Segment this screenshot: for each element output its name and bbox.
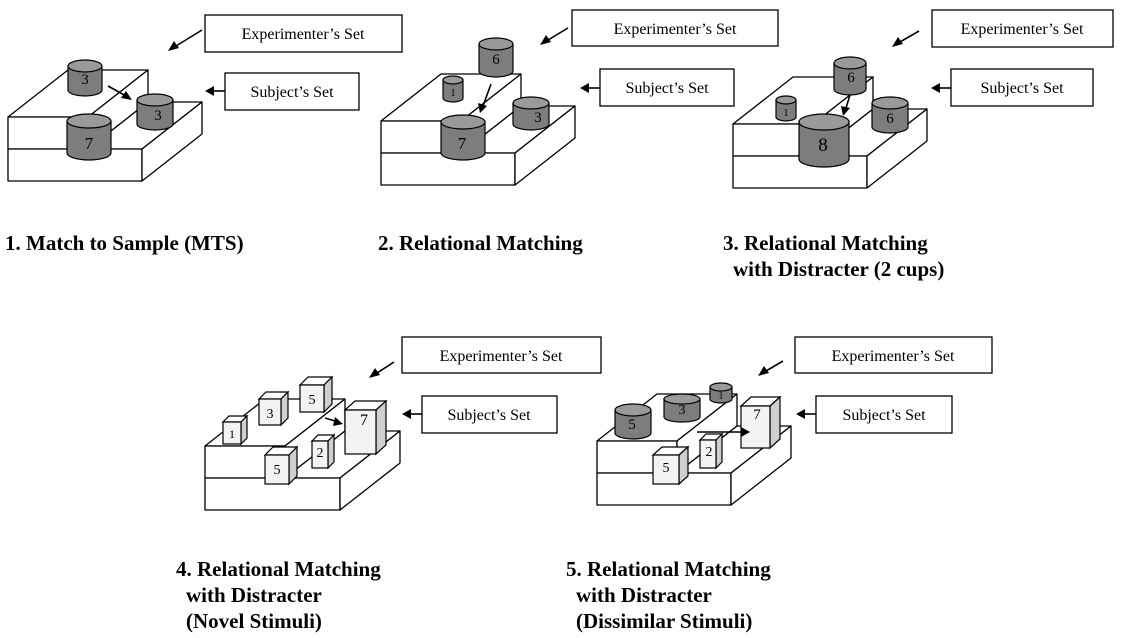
panel-2: 6 1 3 7 Experimenter’s Set [378, 9, 779, 255]
cup-2: 3 [136, 93, 174, 131]
subject-pointer-arrow [580, 83, 600, 93]
box-label: 3 [267, 407, 274, 422]
box-label: 1 [229, 427, 235, 441]
box-label: 7 [360, 412, 368, 429]
box-5-bottom: 5 [263, 445, 299, 486]
box-label: 5 [309, 393, 316, 408]
box-7: 7 [739, 395, 782, 450]
experimenter-label-box [931, 9, 1114, 48]
panel-caption: 3. Relational Matching [723, 231, 928, 255]
panel-caption-line-3: (Dissimilar Stimuli) [576, 609, 752, 633]
experimenter-pointer-arrow [758, 360, 784, 376]
cup-6: 6 [478, 37, 514, 78]
cup-3: 3 [512, 96, 550, 131]
subject-pointer-arrow [931, 83, 951, 93]
cup-label: 1 [784, 108, 789, 119]
panel-caption-line-2: with Distracter [576, 583, 712, 607]
subject-label-box [599, 68, 735, 107]
subject-pointer-arrow [205, 86, 225, 96]
subject-label: Subject’s Set [447, 407, 531, 424]
cup-label: 3 [154, 108, 162, 124]
box-2: 2 [698, 432, 724, 470]
cup-label: 6 [492, 52, 500, 68]
mapping-arrow [841, 94, 851, 116]
subject-label-box [950, 68, 1094, 107]
subject-pointer-arrow [402, 409, 422, 419]
experimenter-label: Experimenter’s Set [961, 21, 1084, 38]
panel-1: 3 3 7 Experimenter’s Set Subject’s [5, 14, 403, 255]
panel-caption: 2. Relational Matching [378, 231, 583, 255]
cup-label: 3 [81, 72, 89, 88]
box-2: 2 [310, 433, 336, 470]
cup-3: 3 [663, 393, 701, 423]
mapping-arrow [324, 417, 343, 426]
subject-pointer-arrow [796, 409, 816, 419]
cup-label: 6 [886, 111, 894, 127]
cup-label: 1 [719, 391, 724, 402]
experimenter-pointer-arrow [168, 29, 203, 51]
experimenter-pointer-arrow [892, 30, 920, 47]
subject-label: Subject’s Set [250, 84, 334, 101]
cup-label: 7 [85, 134, 94, 153]
experimenter-label: Experimenter’s Set [614, 21, 737, 38]
cup-3: 7 [66, 113, 112, 161]
box-3: 3 [257, 390, 290, 427]
cup-label: 5 [628, 417, 636, 433]
box-label: 5 [274, 463, 281, 478]
cup-7: 7 [440, 114, 486, 161]
experimenter-label-box [204, 14, 403, 53]
cup-6: 6 [833, 56, 867, 96]
cup-1-small: 1 [775, 95, 797, 122]
mapping-arrow [107, 85, 132, 100]
mapping-arrow [478, 83, 492, 113]
subject-label: Subject’s Set [625, 80, 709, 97]
experimenter-pointer-arrow [369, 361, 395, 378]
cup-5: 5 [614, 403, 652, 440]
panel-5: 5 3 1 7 2 [566, 336, 993, 633]
panel-caption: 4. Relational Matching [176, 557, 381, 581]
cup-1: 3 [67, 59, 103, 97]
panel-caption-line-2: with Distracter [186, 583, 322, 607]
experimenter-label: Experimenter’s Set [440, 348, 563, 365]
cup-label: 3 [679, 403, 686, 418]
box-1: 1 [221, 414, 249, 446]
subject-label: Subject’s Set [842, 407, 926, 424]
panel-3: 6 1 6 8 Experimenter’s Set [723, 9, 1114, 281]
box-label: 2 [317, 446, 324, 461]
subject-label: Subject’s Set [980, 80, 1064, 97]
mapping-arrow [697, 427, 750, 437]
experimenter-label-box [571, 9, 779, 47]
cup-label: 6 [847, 70, 855, 86]
box-label: 2 [706, 445, 713, 460]
box-5: 5 [651, 445, 690, 486]
box-7: 7 [343, 399, 388, 456]
panel-caption: 1. Match to Sample (MTS) [5, 231, 244, 255]
experimenter-label-box [401, 336, 602, 374]
cup-6-distracter: 6 [871, 96, 909, 134]
panel-caption-line-2: with Distracter (2 cups) [733, 257, 944, 281]
box-label: 7 [753, 407, 761, 423]
panel-caption-line-3: (Novel Stimuli) [186, 609, 322, 633]
subject-label-box [815, 395, 953, 434]
box-label: 5 [663, 461, 670, 476]
cup-label: 8 [818, 135, 828, 156]
cup-8: 8 [798, 113, 850, 168]
experimenter-label-box [794, 336, 993, 374]
experimenter-label: Experimenter’s Set [242, 26, 365, 43]
experimenter-label: Experimenter’s Set [832, 348, 955, 365]
experimenter-pointer-arrow [540, 27, 569, 45]
panel-caption: 5. Relational Matching [566, 557, 771, 581]
box-5-top: 5 [298, 375, 334, 414]
subject-label-box [421, 395, 558, 434]
cup-label: 7 [458, 134, 467, 153]
cup-1-small: 1 [709, 382, 733, 404]
cup-1-small: 1 [442, 75, 464, 103]
cup-label: 3 [534, 110, 542, 126]
cup-label: 1 [451, 88, 456, 99]
subject-label-box [224, 72, 360, 111]
panel-4: 1 3 5 7 2 [176, 336, 602, 633]
